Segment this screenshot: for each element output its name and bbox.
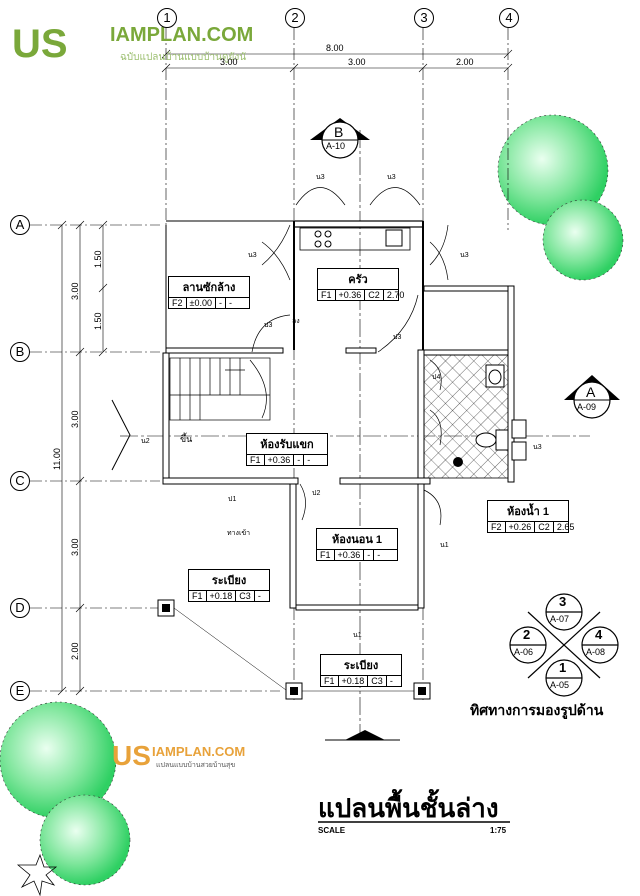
floor-drain — [453, 457, 463, 467]
terrace-columns — [157, 599, 431, 700]
step-down-label: ลง — [292, 318, 300, 325]
grid-4-bubble: 4 — [499, 8, 519, 28]
door-tag-p4: ป4 — [432, 374, 441, 381]
brand-name-top: IAMPLAN.COM — [110, 24, 254, 46]
elev-1-ref: A-07 — [550, 614, 570, 624]
window-tag-1: น3 — [316, 174, 325, 181]
grid-c-bubble: C — [10, 471, 30, 491]
scale-label: SCALE — [318, 826, 346, 835]
elevation-caption: ทิศทางการมองรูปด้าน — [470, 702, 604, 718]
grid-2-bubble: 2 — [285, 8, 305, 28]
entry-label: ทางเข้า — [227, 530, 251, 537]
dimension-top — [161, 49, 513, 73]
grid-d-bubble: D — [10, 598, 30, 618]
dim-total-height: 11.00 — [52, 448, 62, 470]
staircase — [169, 357, 271, 421]
room-label-bedroom: ห้องนอน 1 F1+0.36-- — [316, 528, 398, 561]
window-tag-4: น3 — [460, 252, 469, 259]
dim-a-b-2: 1.50 — [93, 312, 103, 330]
brand-tagline-top: ฉบับแปลนบ้านแบบบ้านดูยังนั — [120, 52, 247, 63]
elev-4-ref: A-05 — [550, 680, 570, 690]
elev-4-num: 1 — [559, 660, 567, 675]
basin-bowl — [488, 369, 502, 385]
room-label-laundry: ลานซักล้าง F2±0.00-- — [168, 276, 250, 309]
elev-1-num: 3 — [559, 594, 567, 609]
elev-3-num: 4 — [595, 627, 603, 642]
window-tag-bedroom: น1 — [440, 542, 449, 549]
stair-up-label: ขึ้น — [180, 434, 193, 444]
kitchen-counter — [299, 227, 411, 251]
dim-c-d: 3.00 — [70, 538, 80, 556]
section-top-ref: A-10 — [326, 141, 346, 151]
window-tag-right: น3 — [533, 444, 542, 451]
dimension-left — [57, 220, 108, 696]
tree-top-right — [497, 114, 624, 281]
window-tag-left: น2 — [141, 438, 150, 445]
brand-logo-top: US — [12, 22, 68, 66]
door-tag-p2: ป2 — [312, 490, 321, 497]
grid-3-bubble: 3 — [414, 8, 434, 28]
elevation-key-circles — [509, 593, 619, 697]
section-top-letter: B — [334, 124, 344, 140]
window-tag-3: น3 — [248, 252, 257, 259]
grid-e-bubble: E — [10, 681, 30, 701]
elev-2-ref: A-06 — [514, 647, 534, 657]
dim-seg2: 3.00 — [348, 57, 366, 67]
drawing-title: แปลนพื้นชั้นล่าง — [318, 793, 499, 823]
walls — [162, 220, 515, 611]
dim-d-e: 2.00 — [70, 642, 80, 660]
brand-logo-bottom: US — [112, 740, 151, 771]
section-mark-top — [310, 118, 370, 159]
dim-a-b: 3.00 — [70, 282, 80, 300]
grid-a-bubble: A — [10, 215, 30, 235]
window-tag-bedroom-bottom: น1 — [353, 632, 362, 639]
section-right-ref: A-09 — [577, 402, 597, 412]
dim-a-b-1: 1.50 — [93, 250, 103, 268]
door-swings — [251, 187, 449, 526]
door-tag-p3-kitchen: ป3 — [393, 334, 402, 341]
dim-b-c: 3.00 — [70, 410, 80, 428]
section-mark-right — [564, 375, 620, 419]
brand-tagline-bottom: แปลนแบบบ้านสวยบ้านสุข — [156, 762, 236, 769]
dim-seg1: 3.00 — [220, 57, 238, 67]
section-right-letter: A — [586, 384, 596, 400]
door-tag-p1: ป1 — [228, 496, 237, 503]
toilet-bowl — [475, 432, 497, 448]
grid-b-bubble: B — [10, 342, 30, 362]
dim-seg3: 2.00 — [456, 57, 474, 67]
brand-name-bottom: IAMPLAN.COM — [152, 744, 246, 759]
scale-value: 1:75 — [490, 826, 507, 835]
room-label-living: ห้องรับแขก F1+0.36-- — [246, 433, 328, 466]
toilet-tank — [495, 429, 509, 451]
door-tag-p3: ป3 — [264, 322, 273, 329]
window-tag-2: น3 — [387, 174, 396, 181]
elev-2-num: 2 — [523, 627, 531, 642]
dim-total-width: 8.00 — [326, 43, 344, 53]
tree-bottom-left — [0, 701, 131, 896]
grid-1-bubble: 1 — [157, 8, 177, 28]
elev-3-ref: A-08 — [586, 647, 606, 657]
